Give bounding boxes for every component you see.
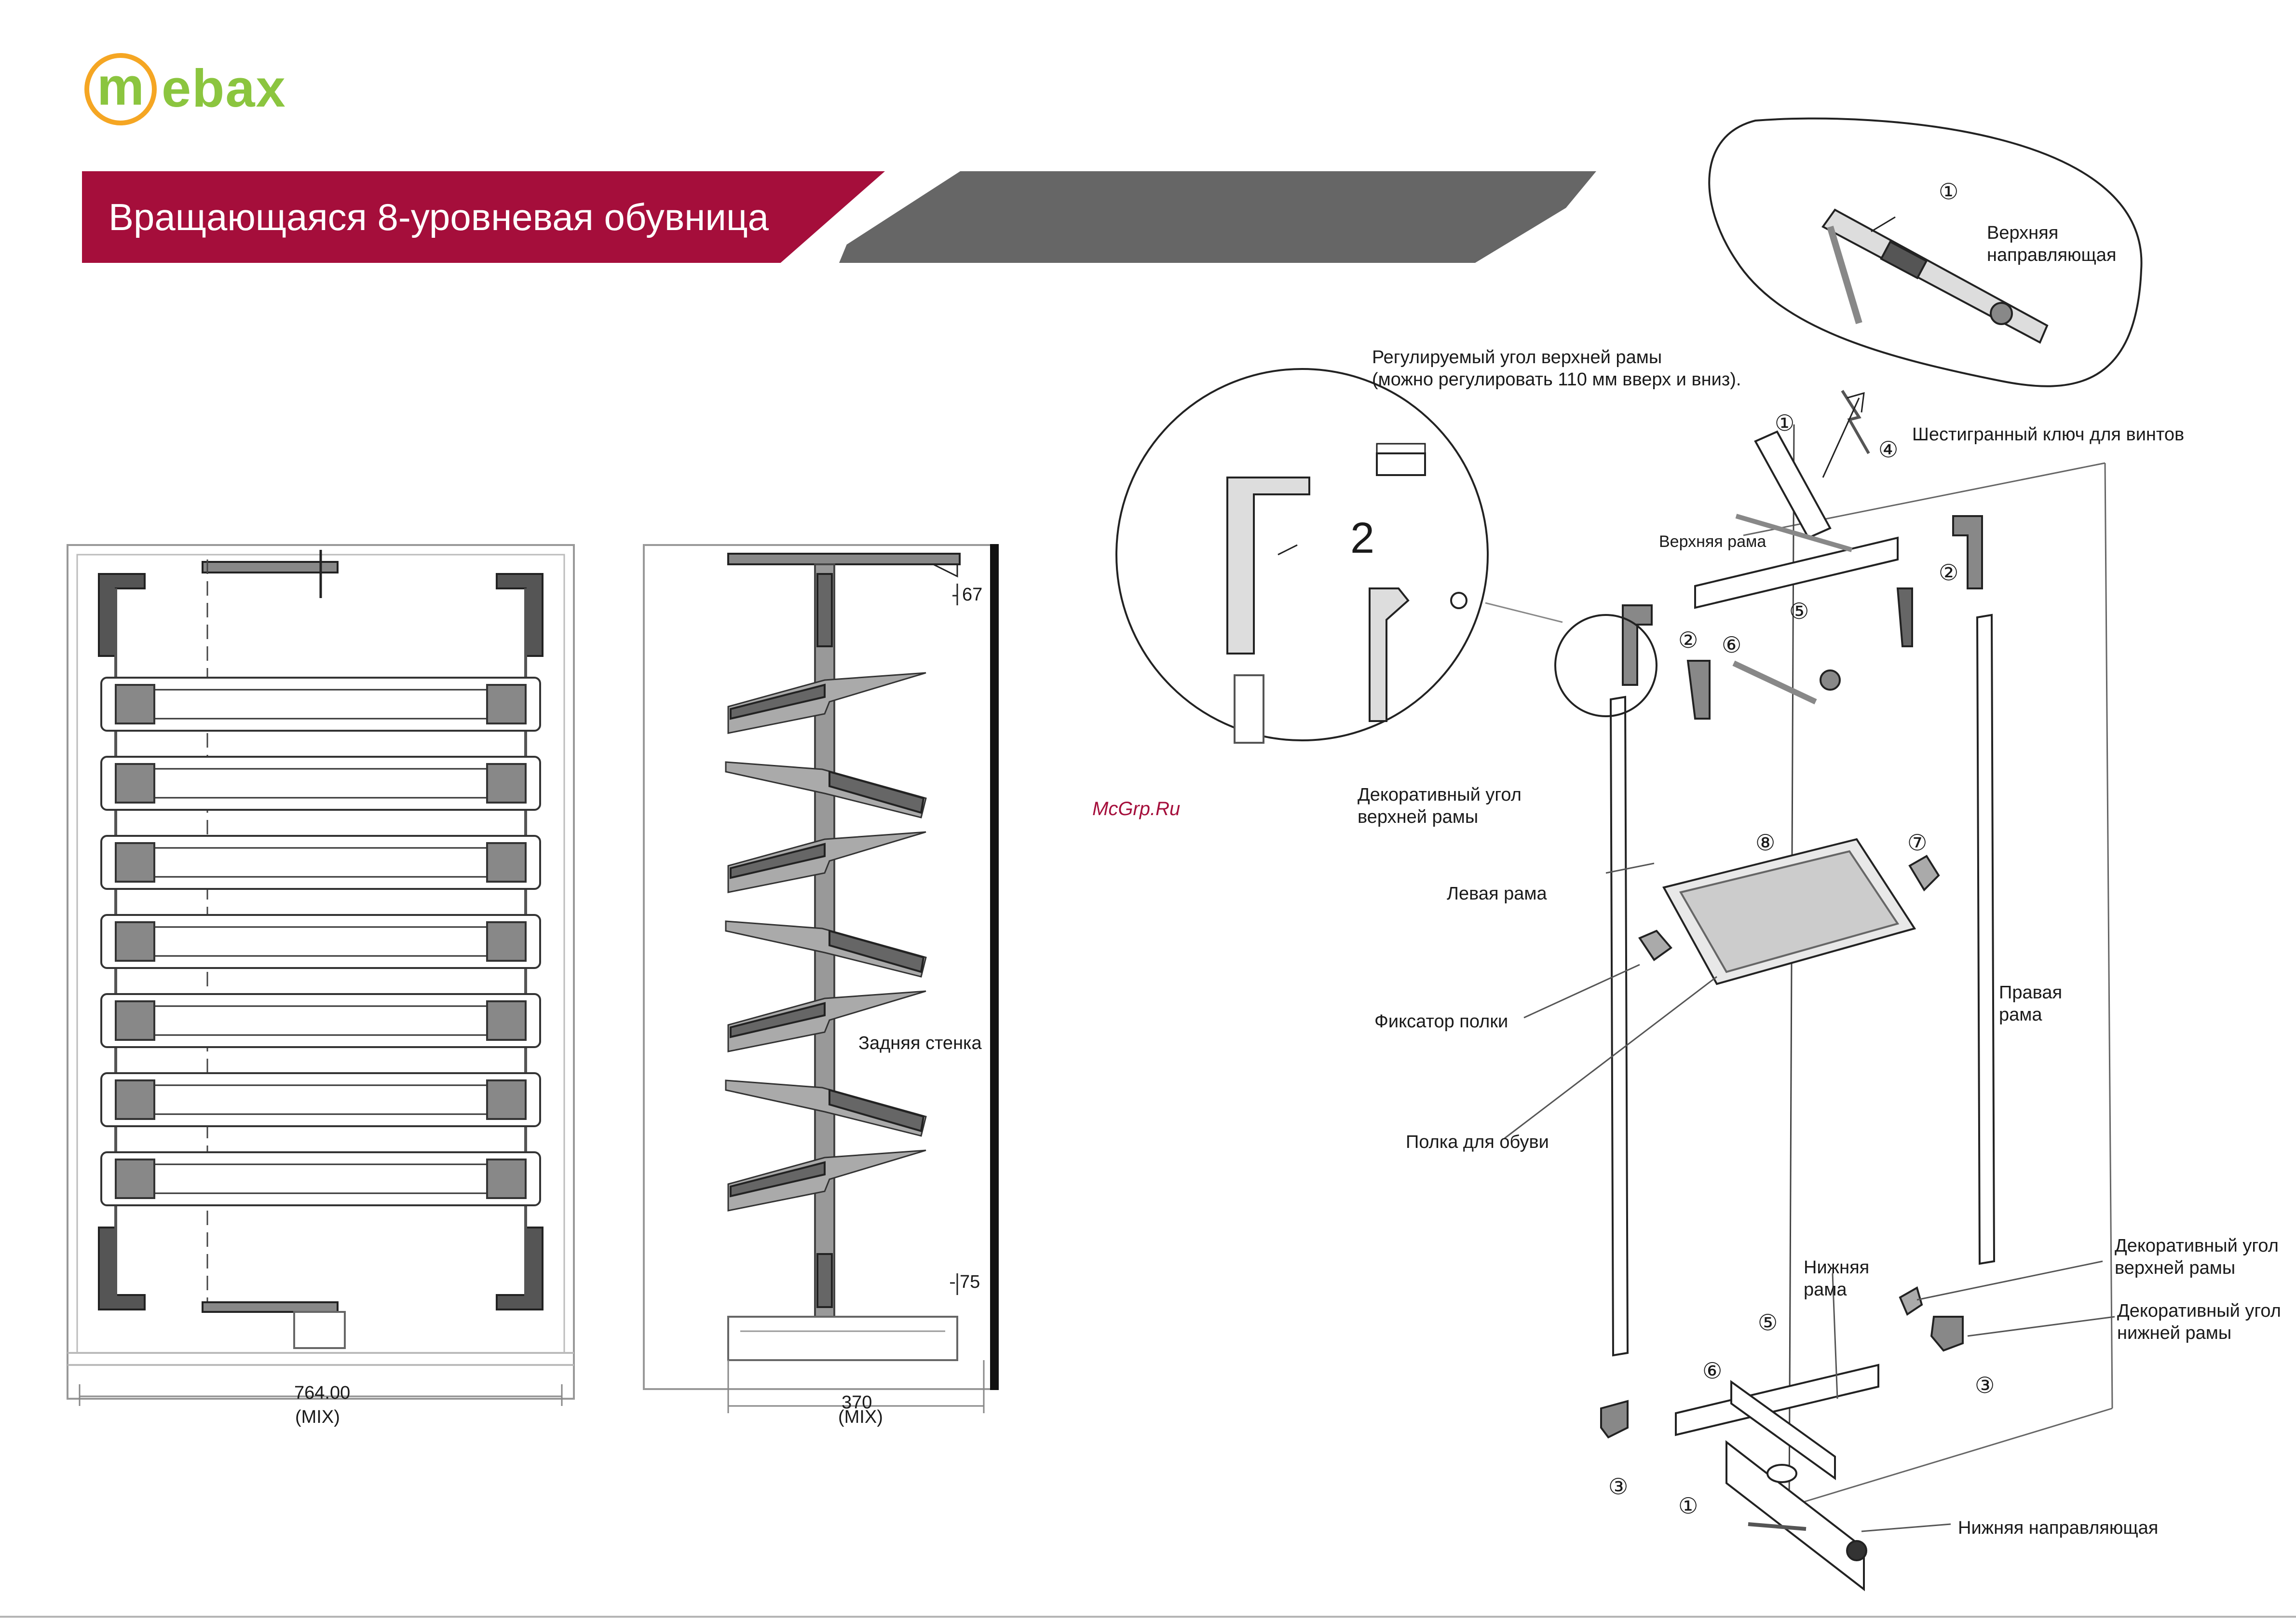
front-shelves <box>100 677 541 1206</box>
label-decor-corner-bottom: Декоративный угол нижней рамы <box>2117 1301 2281 1343</box>
corner-detail <box>1115 368 1563 744</box>
label-adjustable-corner: Регулируемый угол верхней рамы (можно ре… <box>1372 347 1741 390</box>
watermark: McGrp.Ru <box>1092 798 1181 819</box>
front-shelf <box>100 756 541 811</box>
logo-wordmark: ebax <box>162 59 286 118</box>
part-number-1-top: ① <box>1939 179 1959 204</box>
label-hex-key: Шестигранный ключ для винтов <box>1912 424 2185 445</box>
part-number-6-bottom: ⑥ <box>1702 1358 1723 1383</box>
label-shoe-shelf: Полка для обуви <box>1406 1132 1549 1152</box>
side-view <box>643 544 999 1413</box>
front-shelf <box>100 835 541 890</box>
side-shelf <box>727 672 926 734</box>
label-right-frame: Правая рама <box>1999 982 2063 1025</box>
logo-ring-icon <box>84 53 157 125</box>
footer-divider <box>0 1616 2296 1618</box>
title-banner-gray <box>839 171 1596 263</box>
part-number-7: ⑦ <box>1907 830 1928 855</box>
front-shelf <box>100 1072 541 1127</box>
label-bottom-frame: Нижняя рама <box>1804 1257 1870 1300</box>
label-top-guide: Верхняя направляющая <box>1987 223 2117 265</box>
part-number-2-big: 2 <box>1350 514 1375 562</box>
side-depth-note: (MIX) <box>838 1407 883 1427</box>
front-shelf <box>100 993 541 1048</box>
part-number-3-right: ③ <box>1975 1373 1995 1398</box>
part-number-8: ⑧ <box>1755 830 1776 855</box>
front-view <box>67 544 575 1406</box>
exploded-assembly <box>1504 390 2115 1592</box>
label-bottom-guide: Нижняя направляющая <box>1958 1518 2159 1538</box>
side-top-dimension: 67 <box>962 585 983 605</box>
label-top-frame: Верхняя рама <box>1659 532 1766 551</box>
side-shelf <box>725 920 927 978</box>
label-left-frame: Левая рама <box>1447 884 1547 904</box>
part-number-1: ① <box>1775 410 1795 436</box>
front-shelf <box>100 1151 541 1206</box>
side-shelf <box>727 990 926 1052</box>
part-number-5-top: ⑤ <box>1789 599 1809 624</box>
part-number-3-left: ③ <box>1608 1474 1629 1499</box>
top-guide-detail <box>1708 117 2143 387</box>
part-number-2-left: ② <box>1678 627 1698 653</box>
side-shelf <box>725 1079 927 1137</box>
part-number-4: ④ <box>1878 437 1899 462</box>
brand-logo: m ebax <box>84 53 306 130</box>
logo-letter: m <box>97 57 144 116</box>
side-shelf <box>725 761 927 818</box>
label-shelf-lock: Фиксатор полки <box>1374 1011 1508 1032</box>
title-banner: Вращающаяся 8-уровневая обувница <box>82 171 885 263</box>
back-wall-label: Задняя стенка <box>858 1033 982 1053</box>
part-number-5-bottom: ⑤ <box>1758 1310 1778 1335</box>
label-decor-corner-top-right: Декоративный угол верхней рамы <box>2115 1236 2279 1278</box>
side-bottom-dimension: 75 <box>960 1272 980 1292</box>
label-decor-corner-top: Декоративный угол верхней рамы <box>1358 785 1522 827</box>
front-shelf <box>100 677 541 732</box>
front-width-dimension: 764.00 <box>294 1383 351 1403</box>
side-shelves <box>725 672 927 1212</box>
side-depth-dimension: 370 <box>842 1392 872 1413</box>
page-title: Вращающаяся 8-уровневая обувница <box>109 196 769 238</box>
side-shelf <box>727 1149 926 1212</box>
part-number-2-right: ② <box>1939 560 1959 585</box>
front-width-note: (MIX) <box>295 1407 340 1427</box>
part-number-6-top: ⑥ <box>1722 632 1742 657</box>
front-shelf <box>100 914 541 969</box>
side-shelf <box>727 831 926 893</box>
part-number-1-bottom: ① <box>1678 1493 1698 1518</box>
